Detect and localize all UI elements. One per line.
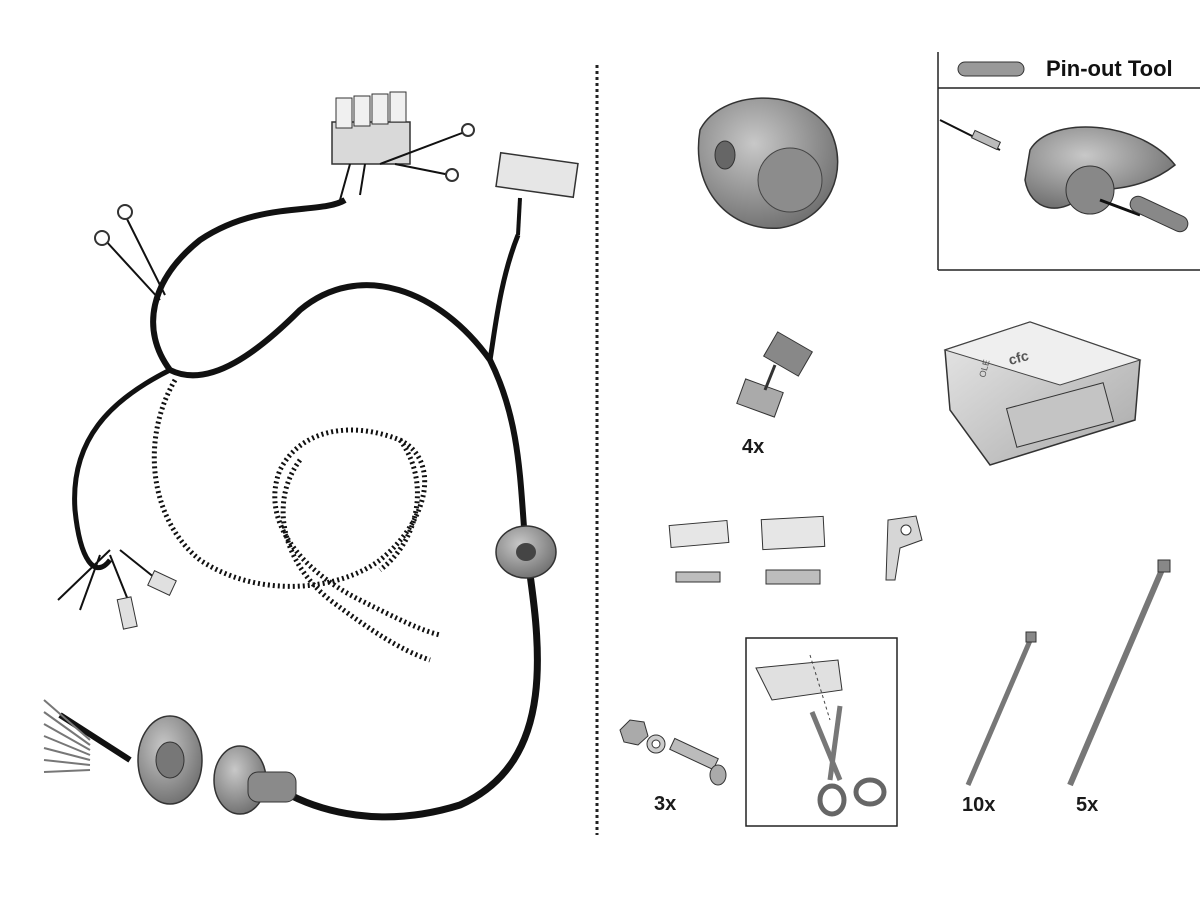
relay-block xyxy=(331,91,475,201)
connector-clip xyxy=(736,331,814,418)
pinout-tool-icon xyxy=(957,61,1025,77)
pinout-tool-title: Pin-out Tool xyxy=(1046,56,1173,81)
control-module: cfc OLE xyxy=(943,321,1142,466)
svg-text:cfc: cfc xyxy=(1007,347,1031,368)
large-tie-quantity-label: 5x xyxy=(1076,794,1098,816)
socket-plates xyxy=(43,699,297,815)
small-tie-quantity-label: 10x xyxy=(962,794,995,816)
svg-text:OLE: OLE xyxy=(977,359,991,379)
bolt-set xyxy=(619,719,727,786)
trailer-socket xyxy=(697,97,839,229)
multi-pin-plug xyxy=(495,151,579,236)
cable-tie-large xyxy=(1067,559,1171,787)
cable-tie-small xyxy=(965,631,1037,786)
scissors-icon xyxy=(809,705,887,817)
scissors-box xyxy=(745,637,898,827)
spade-terminals xyxy=(668,515,923,585)
clip-quantity-label: 4x xyxy=(742,436,764,458)
pinout-tool-box xyxy=(937,52,1200,271)
screws-quantity-label: 3x xyxy=(654,793,676,815)
wiring-harness xyxy=(43,91,579,821)
